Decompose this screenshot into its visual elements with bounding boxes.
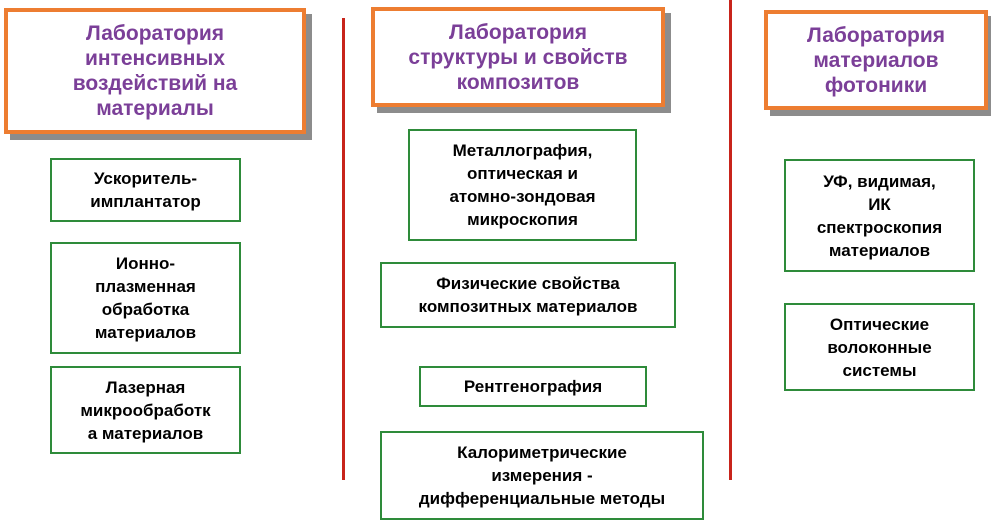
optical-fiber-systems-box: Оптические волоконные системы: [784, 303, 975, 391]
column-divider-left: [342, 18, 345, 480]
lab-photonics-header: Лаборатория материалов фотоники: [764, 10, 988, 110]
box-label: УФ, видимая, ИК спектроскопия материалов: [816, 171, 943, 260]
box-label: Калориметрические измерения - дифференци…: [418, 443, 666, 508]
ion-plasma-processing-box: Ионно- плазменная обработка материалов: [50, 242, 241, 354]
box-label: Оптические волоконные системы: [827, 314, 932, 380]
metallography-microscopy-box: Металлография, оптическая и атомно-зондо…: [408, 129, 637, 241]
radiography-box: Рентгенография: [419, 366, 647, 407]
physical-properties-box: Физические свойства композитных материал…: [380, 262, 676, 328]
box-label: Рентгенография: [463, 377, 603, 396]
laser-micromachining-box: Лазерная микрообработк а материалов: [50, 366, 241, 454]
lab-composites-header: Лаборатория структуры и свойств композит…: [371, 7, 665, 107]
accelerator-implanter-box: Ускоритель- имплантатор: [50, 158, 241, 222]
box-label: Физические свойства композитных материал…: [418, 274, 638, 316]
box-label: Металлография, оптическая и атомно-зондо…: [449, 141, 596, 229]
box-label: Ионно- плазменная обработка материалов: [94, 254, 197, 342]
spectroscopy-box: УФ, видимая, ИК спектроскопия материалов: [784, 159, 975, 272]
box-label: Ускоритель- имплантатор: [90, 169, 201, 211]
column-divider-right: [729, 0, 732, 480]
lab-intensive-impacts-header: Лаборатория интенсивных воздействий на м…: [4, 8, 306, 134]
box-label: Лазерная микрообработк а материалов: [80, 377, 211, 443]
calorimetry-box: Калориметрические измерения - дифференци…: [380, 431, 704, 520]
header-title: Лаборатория интенсивных воздействий на м…: [72, 22, 238, 120]
header-title: Лаборатория материалов фотоники: [806, 23, 946, 97]
header-title: Лаборатория структуры и свойств композит…: [408, 20, 628, 94]
